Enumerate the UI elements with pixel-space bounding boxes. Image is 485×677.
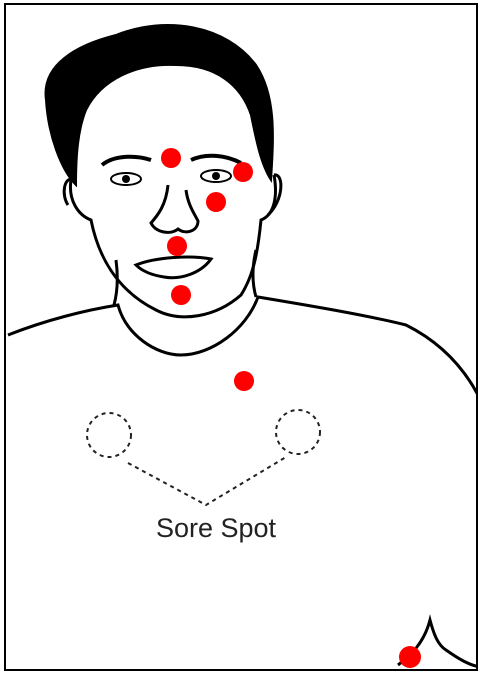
- sternum-point: [234, 371, 254, 391]
- right-eyebrow: [191, 156, 241, 163]
- forehead-point: [161, 148, 181, 168]
- hand-point: [399, 646, 421, 668]
- temple-point: [233, 162, 253, 182]
- cheek-point: [206, 192, 226, 212]
- mouth: [136, 257, 211, 278]
- sore-spot-right: [276, 410, 320, 454]
- figure-illustration: [6, 5, 478, 671]
- sore-spot-label: Sore Spot: [126, 513, 306, 544]
- chin-point: [171, 285, 191, 305]
- nose: [151, 185, 198, 232]
- right-pupil: [212, 172, 220, 180]
- sore-spot-left: [87, 413, 131, 457]
- left-eyebrow: [102, 157, 151, 165]
- diagram-frame: Sore Spot: [4, 3, 478, 671]
- sore-spot-leader: [128, 457, 286, 505]
- upper-lip-point: [167, 236, 187, 256]
- left-pupil: [122, 175, 130, 183]
